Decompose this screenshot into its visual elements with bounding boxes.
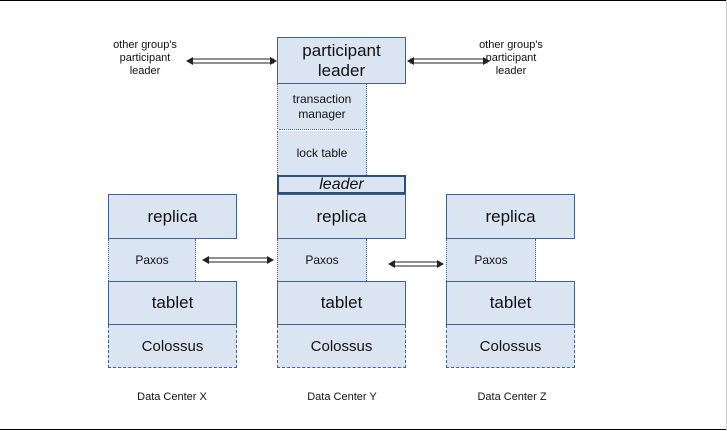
- left-peer-line1: other group's: [113, 39, 177, 51]
- replica-label-x: replica: [147, 206, 198, 226]
- tablet-box-z: tablet: [446, 281, 575, 325]
- right-peer-double-arrow: [407, 57, 490, 65]
- paxos-y-z-double-arrow: [388, 260, 444, 268]
- transaction-manager-line1: transaction: [292, 91, 352, 106]
- transaction-manager-line2: manager: [298, 106, 346, 121]
- left-peer-note: other group's participant leader: [104, 39, 186, 78]
- left-peer-line3: leader: [129, 65, 161, 77]
- right-peer-note: other group's participant leader: [470, 39, 552, 78]
- bottom-rule: [0, 429, 727, 430]
- left-peer-double-arrow: [186, 57, 277, 65]
- paxos-x-y-double-arrow: [202, 256, 274, 264]
- right-peer-line2: participant: [485, 52, 537, 64]
- colossus-box-z: Colossus: [446, 325, 575, 368]
- colossus-label-y: Colossus: [310, 337, 373, 355]
- paxos-label-z: Paxos: [474, 252, 508, 267]
- replica-box-y: replica: [277, 194, 406, 239]
- colossus-box-x: Colossus: [108, 325, 237, 368]
- colossus-label-x: Colossus: [141, 337, 204, 355]
- paxos-label-x: Paxos: [135, 252, 169, 267]
- tablet-label-y: tablet: [320, 293, 363, 312]
- tablet-label-z: tablet: [489, 293, 532, 312]
- replica-label-y: replica: [316, 206, 367, 226]
- tablet-box-y: tablet: [277, 281, 406, 325]
- paxos-label-y: Paxos: [305, 252, 339, 267]
- tablet-label-x: tablet: [151, 293, 194, 312]
- data-center-label-x: Data Center X: [137, 391, 207, 403]
- right-peer-line3: leader: [495, 65, 527, 77]
- tablet-box-x: tablet: [108, 281, 237, 325]
- leader-label: leader: [319, 175, 364, 193]
- lock-table-box: lock table: [277, 131, 367, 175]
- top-rule: [0, 0, 727, 1]
- replica-label-z: replica: [485, 206, 536, 226]
- left-peer-line2: participant: [119, 52, 171, 64]
- participant-leader-line2: leader: [317, 60, 366, 80]
- replica-box-z: replica: [446, 194, 575, 239]
- replica-box-x: replica: [108, 194, 237, 239]
- data-center-label-y: Data Center Y: [307, 391, 377, 403]
- participant-leader-box: participant leader: [277, 37, 406, 84]
- paxos-box-y: Paxos: [277, 239, 367, 281]
- participant-leader-line1: participant: [302, 40, 381, 60]
- paxos-box-z: Paxos: [446, 239, 536, 281]
- colossus-box-y: Colossus: [277, 325, 406, 368]
- paxos-box-x: Paxos: [108, 239, 196, 281]
- transaction-manager-box: transaction manager: [277, 84, 367, 129]
- data-center-label-z: Data Center Z: [477, 391, 547, 403]
- tm-divider: [279, 129, 365, 130]
- lock-table-label: lock table: [296, 145, 348, 160]
- right-peer-line1: other group's: [479, 39, 543, 51]
- leader-label-box: leader: [277, 175, 406, 194]
- colossus-label-z: Colossus: [479, 337, 542, 355]
